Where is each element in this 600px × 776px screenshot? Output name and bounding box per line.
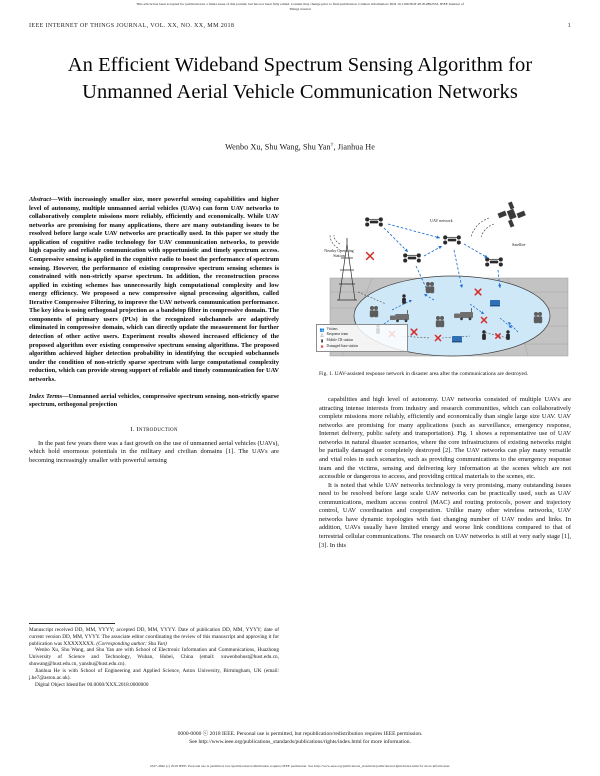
right-paragraph-1: capabilities and high level of autonomy.… bbox=[319, 396, 571, 481]
copyright-footer: 0000-0000 ⓒ 2018 IEEE. Personal use is p… bbox=[60, 730, 540, 747]
victims-icon: 👥 bbox=[319, 326, 325, 332]
abstract-text: With increasingly smaller size, more pow… bbox=[29, 196, 279, 383]
mobile-cr-station-icon bbox=[390, 308, 473, 323]
legend-item: ▮ Mobile CR station bbox=[319, 338, 405, 344]
index-terms-dash: — bbox=[62, 392, 69, 400]
bottom-permission-strip: 2327-4662 (c) 2018 IEEE. Personal use is… bbox=[149, 764, 451, 768]
legend-label: Victims bbox=[326, 326, 338, 331]
figure-1: UAV network Satellite Nearby Operating S… bbox=[312, 196, 580, 368]
section-number: I. bbox=[130, 426, 135, 433]
footnote-doi: Digital Object Identifier 00.0000/XXX.20… bbox=[35, 681, 149, 688]
damaged-base-station-icon: ✖ bbox=[320, 343, 324, 349]
damaged-base-station-icon bbox=[452, 300, 500, 343]
running-head: IEEE INTERNET OF THINGS JOURNAL, VOL. XX… bbox=[29, 23, 571, 29]
section-heading-introduction: I. Introduction bbox=[29, 426, 279, 435]
running-head-journal: IEEE INTERNET OF THINGS JOURNAL, VOL. XX… bbox=[29, 23, 235, 29]
uav-icon bbox=[365, 217, 503, 267]
footnote-manuscript: Manuscript received DD, MM, YYYY; accept… bbox=[29, 627, 279, 647]
index-terms-text: Unmanned aerial vehicles, compressive sp… bbox=[29, 392, 279, 409]
authors-tail: , Jianhua He bbox=[333, 142, 375, 152]
acceptance-banner-line1: This article has been accepted for publi… bbox=[136, 2, 464, 6]
figure-legend: 👥 Victims △ Response team ▮ Mobile CR st… bbox=[316, 324, 408, 352]
mobile-cr-station-icon: ▮ bbox=[320, 337, 324, 343]
author-marker: † bbox=[330, 142, 334, 148]
section-title: Introduction bbox=[136, 426, 178, 433]
nearby-operating-station-tower bbox=[329, 234, 357, 301]
footnote-affiliation-1: Wenbo Xu, Shu Wang, and Shu Yan are with… bbox=[29, 647, 279, 668]
abstract-lead: Abstract bbox=[29, 196, 52, 203]
author-list: Wenbo Xu, Shu Wang, Shu Yan†, Jianhua He bbox=[40, 142, 560, 152]
page-number: 1 bbox=[567, 23, 571, 29]
response-team-icon: △ bbox=[320, 332, 324, 338]
legend-item: △ Response team bbox=[319, 332, 405, 338]
footnote-rule bbox=[29, 623, 115, 624]
figure-label-uav-network: UAV network bbox=[430, 218, 453, 223]
footnote-affiliation-2: Jianhua He is with School of Engineering… bbox=[29, 667, 279, 681]
figure-1-caption: Fig. 1. UAV-assisted response network in… bbox=[319, 371, 529, 377]
victims-icon bbox=[369, 282, 543, 328]
abstract-dash: — bbox=[51, 196, 58, 203]
intro-paragraph-1: In the past few years there was a fast g… bbox=[29, 439, 279, 464]
footnote-manuscript-text: Manuscript received DD, MM, YYYY; accept… bbox=[29, 627, 279, 647]
legend-label: Mobile CR station bbox=[326, 338, 354, 343]
page-title: An Efficient Wideband Spectrum Sensing A… bbox=[67, 54, 533, 104]
index-terms-lead: Index Terms bbox=[29, 392, 63, 400]
copyright-line2: See http://www.ieee.org/publications_sta… bbox=[189, 739, 411, 746]
right-column: capabilities and high level of autonomy.… bbox=[319, 396, 571, 550]
legend-item: ✖ Damaged base station bbox=[319, 344, 405, 350]
left-column: Abstract—With increasingly smaller size,… bbox=[29, 196, 279, 465]
legend-label: Damaged base station bbox=[326, 343, 359, 348]
authors-main: Wenbo Xu, Shu Wang, Shu Yan bbox=[225, 142, 331, 152]
copyright-line1: 0000-0000 ⓒ 2018 IEEE. Personal use is p… bbox=[177, 731, 423, 737]
acceptance-banner-line2: Things Journal bbox=[289, 7, 311, 12]
right-paragraph-2: It is noted that while UAV networks tech… bbox=[319, 481, 571, 549]
footnote-block: Manuscript received DD, MM, YYYY; accept… bbox=[29, 627, 279, 688]
uav-air-links bbox=[383, 223, 502, 293]
figure-label-nearby-station: Nearby Operating Station bbox=[324, 248, 354, 259]
footnote-corresponding-author: (Corresponding author: Shu Yan) bbox=[96, 640, 167, 647]
legend-label: Response team bbox=[326, 332, 349, 337]
acceptance-banner: This article has been accepted for publi… bbox=[16, 2, 584, 13]
legend-item: 👥 Victims bbox=[319, 327, 405, 333]
abstract-block: Abstract—With increasingly smaller size,… bbox=[29, 196, 279, 384]
figure-label-satellite: Satellite bbox=[512, 242, 526, 247]
satellite-icon bbox=[470, 201, 526, 238]
index-terms-block: Index Terms—Unmanned aerial vehicles, co… bbox=[29, 393, 279, 410]
